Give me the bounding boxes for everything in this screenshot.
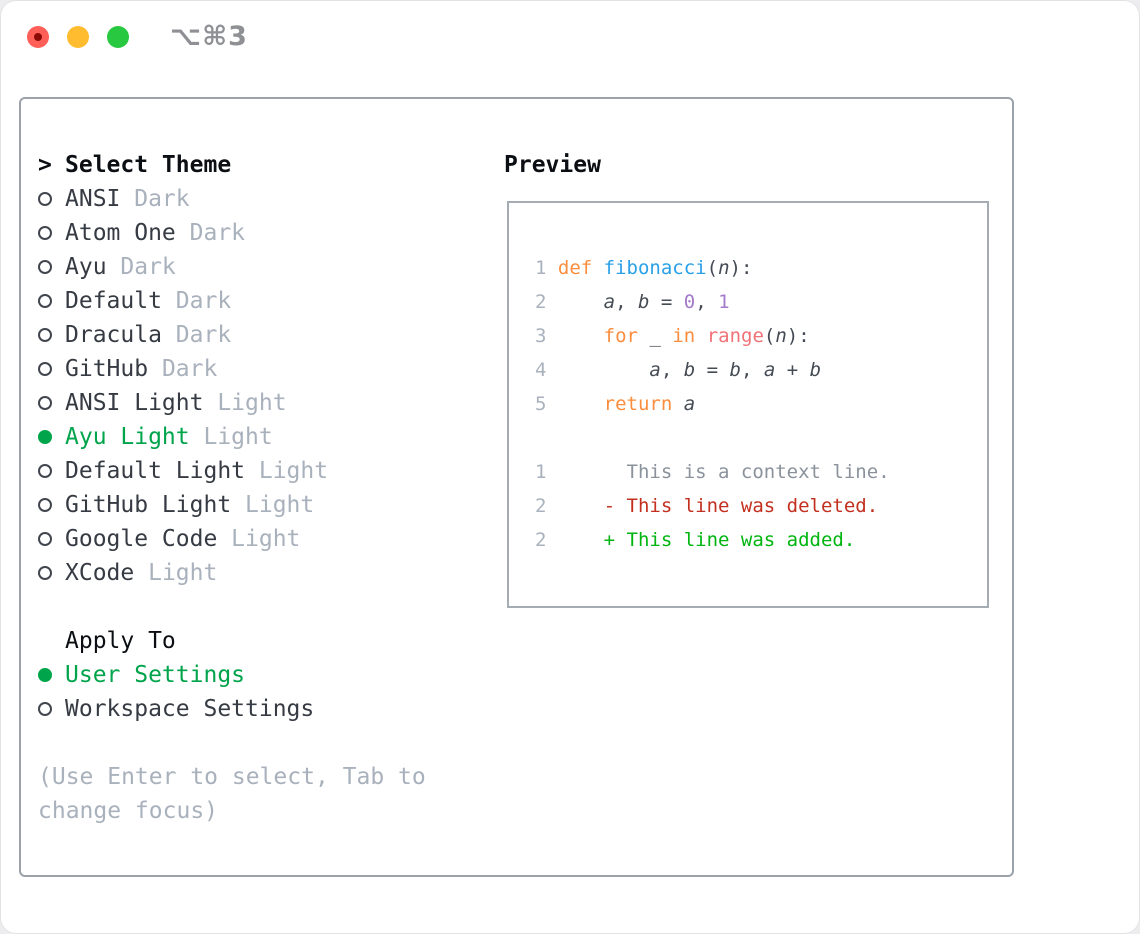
preview-section: Preview 1 def fibonacci(n): 2 a, b = 0, 1… — [504, 148, 989, 608]
spacer — [38, 726, 426, 760]
unsaved-indicator-icon — [34, 33, 42, 41]
radio-icon — [38, 454, 65, 488]
minimize-button[interactable] — [67, 26, 89, 48]
theme-option-label: ANSI — [65, 186, 121, 212]
theme-option-dracula[interactable]: Dracula Dark — [38, 318, 426, 352]
theme-option-label: ANSI Light — [65, 390, 204, 416]
prompt-icon: > — [38, 152, 52, 178]
theme-option-label: GitHub — [65, 356, 149, 382]
hint-line-1: (Use Enter to select, Tab to — [38, 764, 426, 790]
close-button[interactable] — [27, 26, 49, 48]
code-line: 2 a, b = 0, 1 — [535, 291, 730, 313]
theme-variant-tag: Light — [245, 492, 315, 518]
theme-variant-tag: Light — [217, 390, 287, 416]
apply-option-user-settings[interactable]: User Settings — [38, 658, 426, 692]
theme-option-ansi[interactable]: ANSI Dark — [38, 182, 426, 216]
theme-variant-tag: Dark — [134, 186, 190, 212]
select-theme-title: Select Theme — [65, 152, 232, 178]
theme-option-label: XCode — [65, 560, 135, 586]
preview-title: Preview — [504, 152, 601, 178]
apply-to-title: Apply To — [65, 628, 176, 654]
spacer — [38, 590, 426, 624]
apply-option-label: User Settings — [65, 662, 246, 688]
theme-variant-tag: Light — [203, 424, 273, 450]
code-line: 4 a, b = b, a + b — [535, 359, 822, 381]
theme-option-label: GitHub Light — [65, 492, 232, 518]
theme-option-label: Atom One — [65, 220, 176, 246]
theme-variant-tag: Light — [258, 458, 329, 484]
theme-option-google-code[interactable]: Google Code Light — [38, 522, 426, 556]
radio-selected-icon — [38, 658, 65, 692]
window-title: ⌥⌘3 — [170, 21, 248, 52]
radio-icon — [38, 182, 65, 216]
radio-icon — [38, 352, 65, 386]
theme-option-github-light[interactable]: GitHub Light Light — [38, 488, 426, 522]
select-theme-header: > Select Theme — [38, 148, 426, 182]
theme-option-ayu-light[interactable]: Ayu Light Light — [38, 420, 426, 454]
theme-option-label: Default Light — [65, 458, 246, 484]
radio-selected-icon — [38, 420, 65, 454]
radio-icon — [38, 522, 65, 556]
theme-option-ayu[interactable]: Ayu Dark — [38, 250, 426, 284]
code-line: 3 for _ in range(n): — [535, 325, 810, 347]
code-line — [535, 421, 987, 455]
radio-icon — [38, 692, 65, 726]
theme-variant-tag: Light — [231, 526, 301, 552]
apply-option-workspace-settings[interactable]: Workspace Settings — [38, 692, 426, 726]
code-line: 5 return a — [535, 393, 696, 415]
maximize-button[interactable] — [107, 26, 129, 48]
theme-option-ansi-light[interactable]: ANSI Light Light — [38, 386, 426, 420]
theme-option-label: Ayu Light — [65, 424, 190, 450]
apply-to-header: Apply To — [38, 624, 426, 658]
theme-variant-tag: Dark — [161, 356, 218, 382]
preview-box: 1 def fibonacci(n): 2 a, b = 0, 1 3 for _ … — [507, 201, 989, 608]
code-line: 1 This is a context line. — [535, 461, 890, 483]
code-line: 2 + This line was added. — [535, 529, 856, 551]
theme-variant-tag: Dark — [120, 254, 176, 280]
radio-icon — [38, 556, 65, 590]
code-line: 2 - This line was deleted. — [535, 495, 879, 517]
apply-to-indent — [38, 624, 65, 658]
radio-icon — [38, 386, 65, 420]
radio-icon — [38, 216, 65, 250]
code-line: 1 def fibonacci(n): — [535, 257, 753, 279]
preview-header: Preview — [504, 148, 989, 182]
radio-icon — [38, 284, 65, 318]
apply-option-label: Workspace Settings — [65, 696, 315, 722]
theme-option-xcode[interactable]: XCode Light — [38, 556, 426, 590]
theme-option-atom-one[interactable]: Atom One Dark — [38, 216, 426, 250]
theme-option-label: Google Code — [65, 526, 218, 552]
titlebar: ⌥⌘3 — [0, 0, 1140, 97]
code-preview: 1 def fibonacci(n): 2 a, b = 0, 1 3 for _ … — [535, 251, 987, 557]
radio-icon — [38, 488, 65, 522]
theme-option-label: Ayu — [65, 254, 107, 280]
theme-variant-tag: Dark — [189, 220, 246, 246]
theme-option-label: Default — [65, 288, 162, 314]
theme-variant-tag: Light — [148, 560, 218, 586]
hint-text: (Use Enter to select, Tab to change focu… — [38, 760, 426, 828]
theme-option-default-light[interactable]: Default Light Light — [38, 454, 426, 488]
theme-variant-tag: Dark — [175, 322, 232, 348]
theme-variant-tag: Dark — [175, 288, 232, 314]
theme-option-github[interactable]: GitHub Dark — [38, 352, 426, 386]
theme-option-default[interactable]: Default Dark — [38, 284, 426, 318]
radio-icon — [38, 318, 65, 352]
hint-line-2: change focus) — [38, 798, 219, 824]
radio-icon — [38, 250, 65, 284]
theme-option-label: Dracula — [65, 322, 162, 348]
